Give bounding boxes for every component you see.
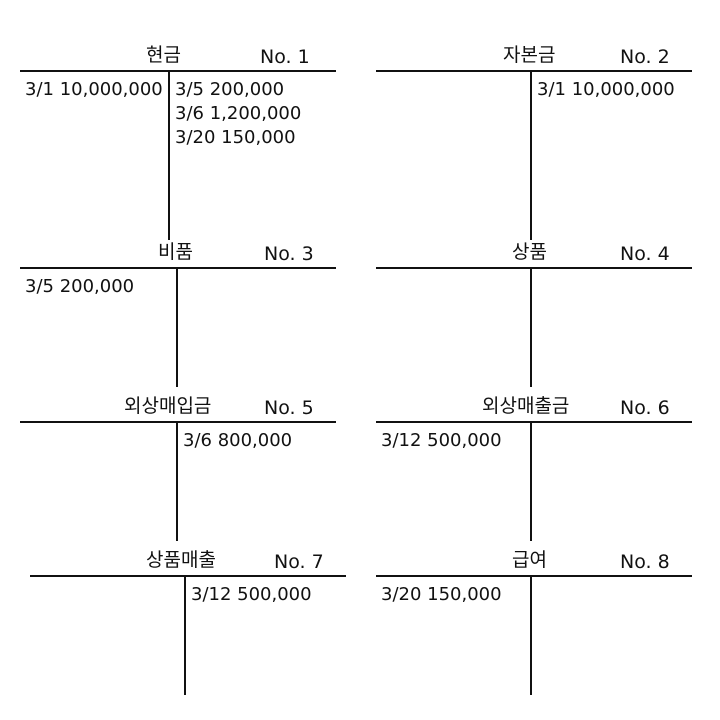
account-title: 상품 <box>512 241 547 263</box>
credit-column: 3/1 10,000,000 <box>537 78 675 102</box>
debit-entry: 3/5 200,000 <box>25 276 135 297</box>
t-account: 상품 No. 4 <box>376 241 692 391</box>
credit-column: 3/6 800,000 <box>183 429 292 453</box>
vertical-rule <box>176 267 178 387</box>
t-account: 자본금 No. 2 3/1 10,000,000 <box>376 44 692 244</box>
account-number: No. 8 <box>620 551 670 573</box>
account-number: No. 1 <box>260 46 310 68</box>
credit-entry: 3/6 800,000 <box>183 430 293 451</box>
account-number: No. 5 <box>264 397 314 419</box>
vertical-rule <box>530 70 532 240</box>
account-number: No. 2 <box>620 46 670 68</box>
vertical-rule <box>530 575 532 695</box>
horizontal-rule <box>20 421 336 423</box>
account-title: 상품매출 <box>146 549 216 571</box>
account-title: 자본금 <box>503 44 556 66</box>
horizontal-rule <box>376 267 692 269</box>
account-title: 외상매출금 <box>482 395 570 417</box>
horizontal-rule <box>20 70 336 72</box>
credit-entry: 3/5 200,000 <box>175 79 285 100</box>
account-number: No. 7 <box>274 551 324 573</box>
debit-column: 3/12 500,000 <box>381 429 502 453</box>
t-account: 현금 No. 1 3/1 10,000,000 3/5 200,000 3/6 1,20… <box>20 44 336 244</box>
account-title: 외상매입금 <box>124 395 212 417</box>
account-title: 비품 <box>158 241 193 263</box>
horizontal-rule <box>30 575 346 577</box>
account-number: No. 3 <box>264 243 314 265</box>
vertical-rule <box>176 421 178 541</box>
t-account: 외상매입금 No. 5 3/6 800,000 <box>20 395 336 545</box>
credit-column: 3/12 500,000 <box>191 583 312 607</box>
debit-entry: 3/12 500,000 <box>381 430 502 451</box>
account-number: No. 4 <box>620 243 670 265</box>
debit-entry: 3/20 150,000 <box>381 584 502 605</box>
debit-column: 3/1 10,000,000 <box>25 78 163 102</box>
credit-entry: 3/12 500,000 <box>191 584 312 605</box>
credit-column: 3/5 200,000 3/6 1,200,000 3/20 150,000 <box>175 78 301 150</box>
horizontal-rule <box>376 421 692 423</box>
credit-entry: 3/6 1,200,000 <box>175 103 302 124</box>
vertical-rule <box>184 575 186 695</box>
vertical-rule <box>168 70 170 240</box>
debit-column: 3/5 200,000 <box>25 275 134 299</box>
credit-entry: 3/20 150,000 <box>175 127 296 148</box>
vertical-rule <box>530 421 532 541</box>
account-number: No. 6 <box>620 397 670 419</box>
t-account: 비품 No. 3 3/5 200,000 <box>20 241 336 391</box>
account-title: 현금 <box>146 44 181 66</box>
vertical-rule <box>530 267 532 387</box>
debit-entry: 3/1 10,000,000 <box>25 79 163 100</box>
horizontal-rule <box>376 575 692 577</box>
t-account: 상품매출 No. 7 3/12 500,000 <box>30 549 346 699</box>
account-title: 급여 <box>512 549 547 571</box>
t-account: 급여 No. 8 3/20 150,000 <box>376 549 692 699</box>
horizontal-rule <box>20 267 336 269</box>
debit-column: 3/20 150,000 <box>381 583 502 607</box>
t-account: 외상매출금 No. 6 3/12 500,000 <box>376 395 692 545</box>
credit-entry: 3/1 10,000,000 <box>537 79 675 100</box>
horizontal-rule <box>376 70 692 72</box>
